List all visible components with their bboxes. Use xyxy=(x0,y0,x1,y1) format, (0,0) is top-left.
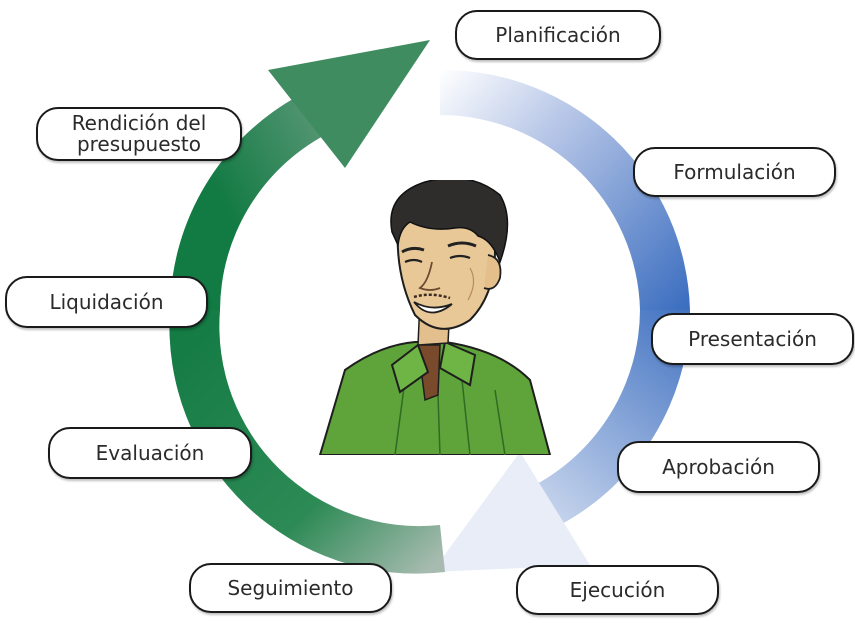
stage-presentacion: Presentación xyxy=(651,313,854,365)
stage-ejecucion: Ejecución xyxy=(516,565,719,615)
stage-aprobacion: Aprobación xyxy=(617,441,820,493)
stage-rendicion-del-presupuesto: Rendición del presupuesto xyxy=(36,107,242,161)
stage-planificacion: Planificación xyxy=(455,10,661,60)
stage-seguimiento: Seguimiento xyxy=(189,563,392,613)
green-arc-upper xyxy=(170,95,325,310)
stage-formulacion: Formulación xyxy=(633,147,836,197)
stage-evaluacion: Evaluación xyxy=(48,427,252,479)
blue-arc-lower xyxy=(535,310,690,525)
blue-arrowhead xyxy=(432,452,590,572)
green-arrowhead xyxy=(268,40,430,168)
smiling-man-illustration xyxy=(318,180,552,455)
stage-liquidacion: Liquidación xyxy=(5,276,208,328)
